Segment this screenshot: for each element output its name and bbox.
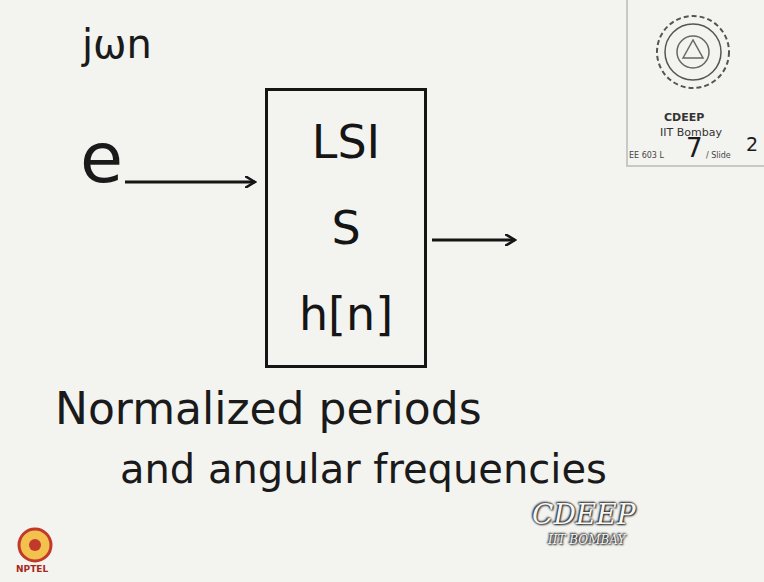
watermark-text: CDEEP: [532, 500, 636, 531]
note-text: Normalized periods: [55, 385, 482, 433]
system-title: LSI: [312, 117, 380, 168]
slide-number: 2: [746, 134, 758, 155]
logo-frame: [627, 0, 764, 166]
variable-text: e: [80, 120, 123, 197]
logo-text: NPTEL: [16, 565, 48, 575]
slide-id-text: EE 603 L: [629, 152, 664, 161]
nptel-logo: [19, 529, 51, 561]
system-symbol: S: [331, 203, 360, 254]
input-arrow: [125, 181, 255, 184]
iit-logo: [657, 16, 729, 88]
impulse-response: h[n]: [299, 289, 393, 340]
lecture-number: 7: [686, 134, 703, 163]
system-box: LSI Sh[n]: [265, 88, 427, 368]
watermark-text: IIT BOMBAY: [548, 534, 625, 547]
slide-id-text: / Slide: [706, 152, 731, 161]
note-text: and angular frequencies: [120, 447, 607, 491]
superscript-text: jωn: [82, 22, 152, 66]
output-arrow: [432, 239, 515, 242]
logo-text: CDEEP: [664, 112, 704, 124]
